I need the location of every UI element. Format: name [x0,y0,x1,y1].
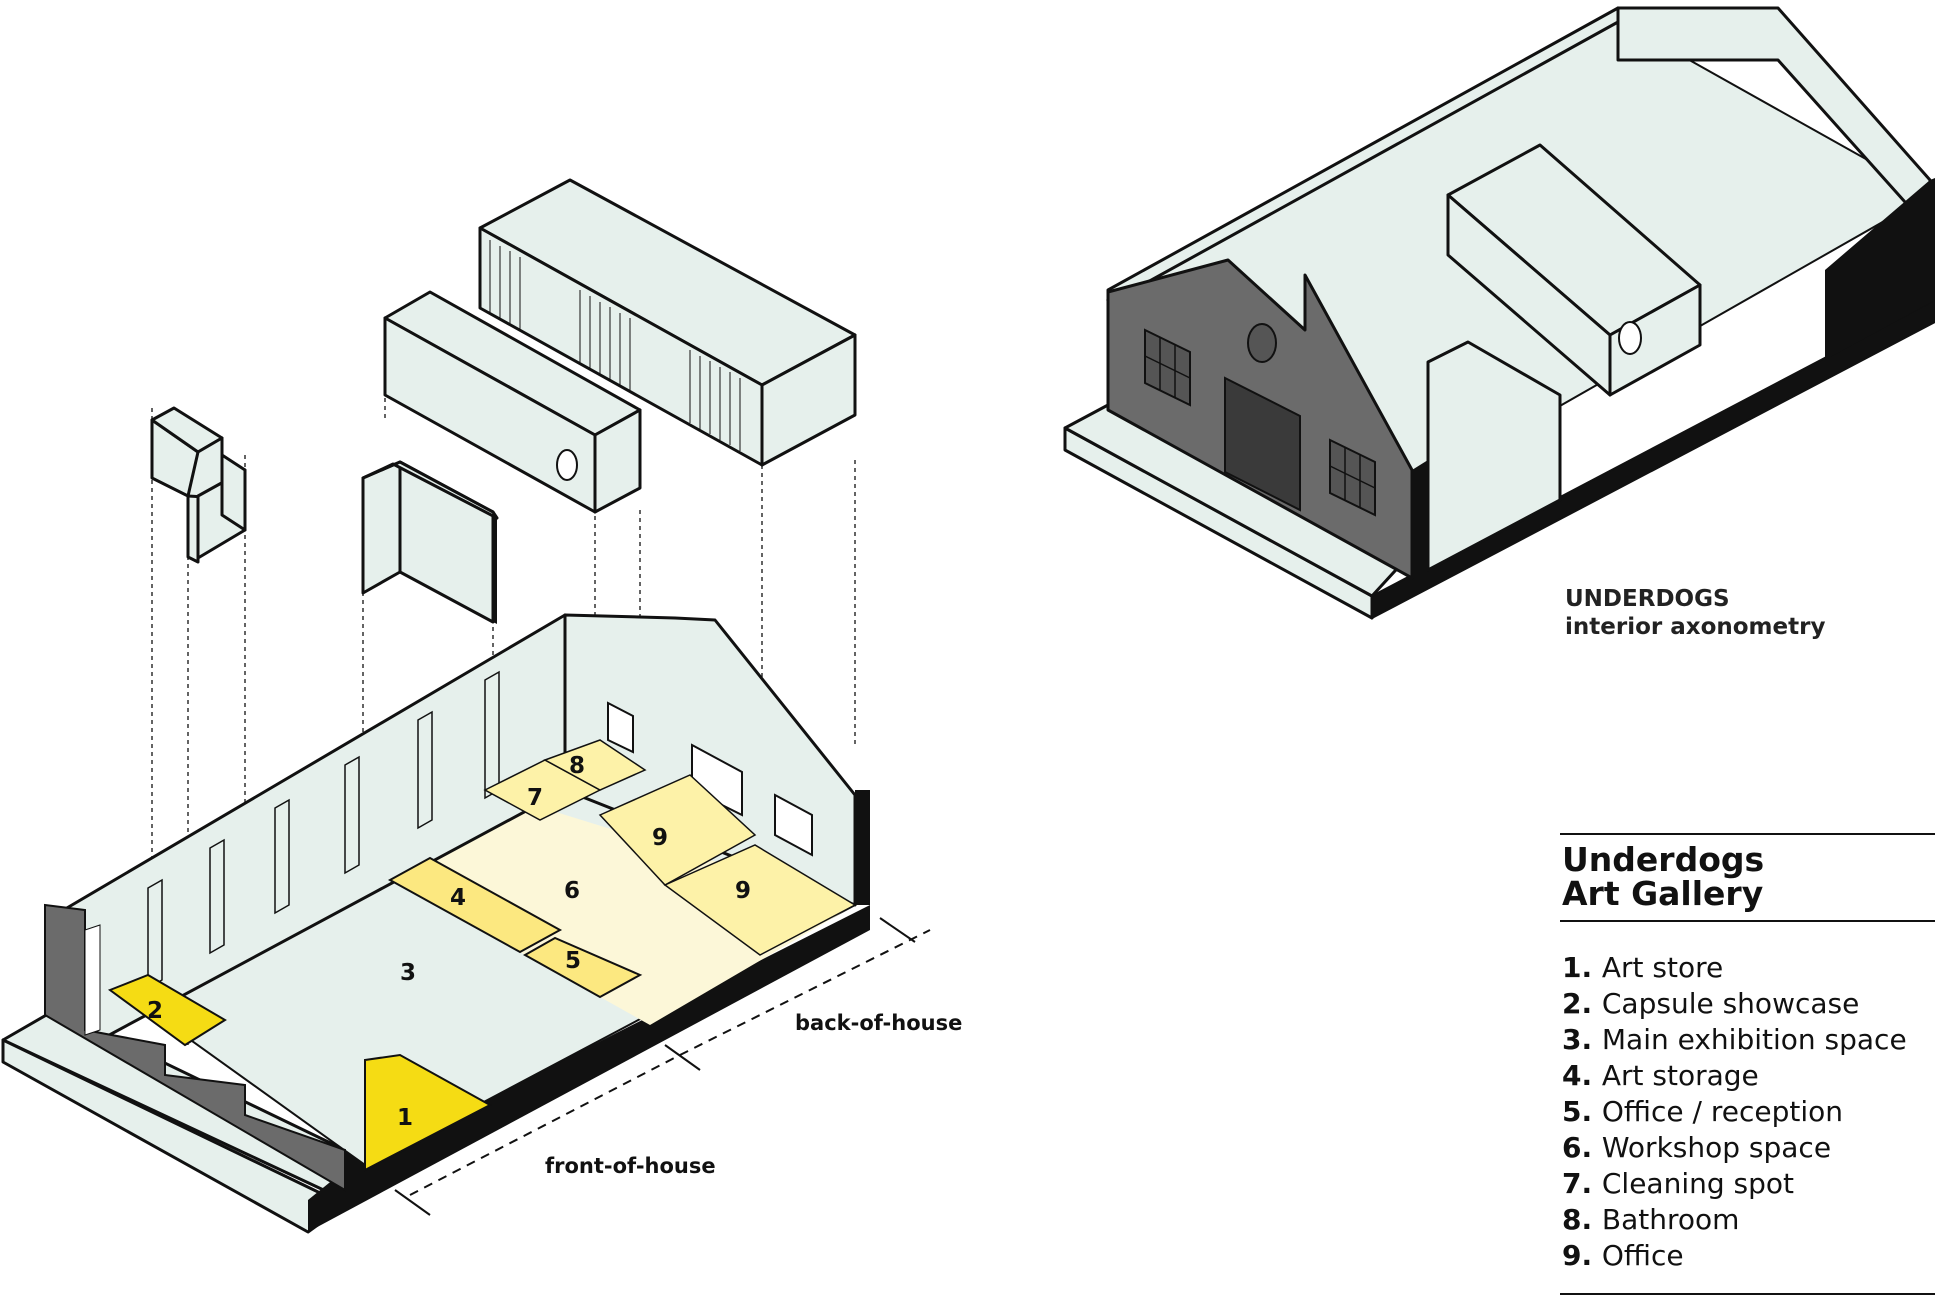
legend-item-label: Art storage [1602,1059,1759,1092]
zone-5-office-reception [522,936,643,999]
plan-gable-windows [607,701,813,857]
legend-item-label: Art store [1602,951,1723,984]
legend-item: 9. Office [1562,1239,1684,1272]
legend-item: 5. Office / reception [1562,1095,1843,1128]
plan-front-edge [345,1150,365,1190]
room-zones [107,739,857,1172]
exploded-office-stripes [489,240,741,451]
zone-1-art-store [364,1053,493,1172]
exploded-wall-b [361,460,499,624]
label-front-of-house: front-of-house [545,1154,716,1178]
axo-block-side [1446,193,1612,397]
axo-block-round-window [1618,321,1642,355]
legend-item: 7. Cleaning spot [1562,1167,1794,1200]
legend-item-number: 9. [1562,1239,1602,1272]
room-label-8: 8 [569,753,585,779]
room-label-5: 5 [565,948,581,974]
legend-item-label: Office / reception [1602,1095,1843,1128]
plan-facade-window [84,924,101,1036]
room-label-7: 7 [527,785,543,811]
zone-8-bathroom [543,739,647,791]
caption-title: UNDERDOGS [1565,586,1730,612]
axo-facade-window-right [1329,438,1376,517]
legend-item-label: Bathroom [1602,1203,1740,1236]
room-label-1: 1 [397,1105,413,1131]
axo-facade-round-window [1247,323,1277,363]
interior-axonometry [1063,6,1935,620]
axo-facade-window-left [1144,328,1191,407]
axo-right-wall-dark [1825,178,1935,360]
legend-item: 4. Art storage [1562,1059,1759,1092]
legend-item: 2. Capsule showcase [1562,987,1859,1020]
room-label-9b: 9 [735,878,751,904]
plan-base-dark [308,905,870,1232]
dimension-lines [394,917,931,1216]
axo-base-slab-side [1371,298,1935,620]
legend-item-number: 2. [1562,987,1602,1020]
legend-title-line1: Underdogs [1562,840,1764,879]
plan-wall-pilasters [147,670,500,990]
room-label-2: 2 [147,998,163,1024]
legend-item-label: Workshop space [1602,1131,1831,1164]
legend-item-number: 5. [1562,1095,1602,1128]
plan-gable-edge [855,790,870,905]
label-back-of-house: back-of-house [795,1011,962,1035]
legend-item-label: Office [1602,1239,1684,1272]
legend-item-label: Capsule showcase [1602,987,1859,1020]
caption-subtitle: interior axonometry [1565,614,1825,640]
exploded-wall-a [150,406,247,564]
legend-item-label: Cleaning spot [1602,1167,1794,1200]
legend-item: 6. Workshop space [1562,1131,1831,1164]
legend-item-label: Main exhibition space [1602,1023,1907,1056]
exploded-box-storage [383,290,642,514]
legend-item: 1. Art store [1562,951,1723,984]
legend-item-number: 6. [1562,1131,1602,1164]
room-label-9a: 9 [652,825,668,851]
exploded-round-window [556,449,578,481]
zone-4-art-storage [387,856,563,954]
zone-9-office-a [598,774,757,886]
legend-item-number: 4. [1562,1059,1602,1092]
legend-item: 8. Bathroom [1562,1203,1739,1236]
zone-2-capsule-showcase [107,973,227,1047]
room-label-6: 6 [564,878,580,904]
exploded-box-office [478,178,857,467]
legend-item: 3. Main exhibition space [1562,1023,1907,1056]
legend-item-number: 3. [1562,1023,1602,1056]
axo-facade-edge [1412,460,1428,578]
room-label-4: 4 [450,885,466,911]
legend-item-number: 1. [1562,951,1602,984]
legend-item-number: 7. [1562,1167,1602,1200]
zone-9-office-b [663,844,857,956]
legend-item-number: 8. [1562,1203,1602,1236]
axo-facade-door [1224,376,1301,512]
exploded-axonometry: 1 2 3 4 5 6 7 8 9 9 back-of-house front-… [1,178,962,1234]
legend-title-line2: Art Gallery [1562,874,1763,913]
zone-back-of-house [365,790,855,1025]
room-label-3: 3 [400,960,416,986]
